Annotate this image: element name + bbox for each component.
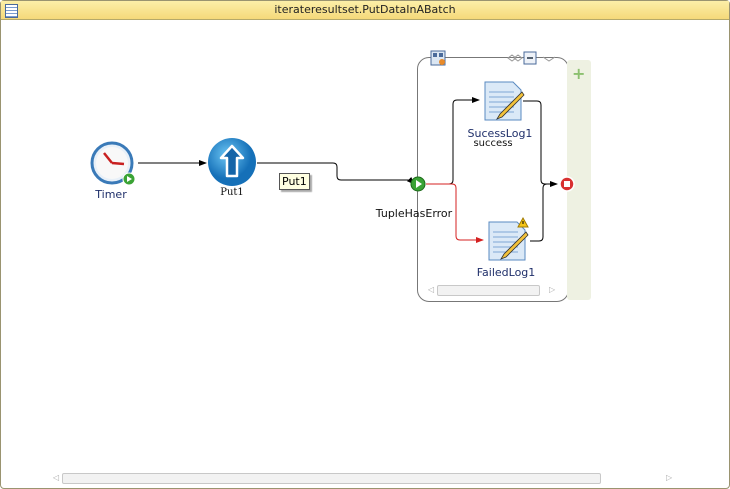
inner-horizontal-scrollbar[interactable] xyxy=(437,285,540,296)
inner-scroll-left-arrow[interactable]: ◁ xyxy=(428,285,435,294)
link-failed-stop xyxy=(530,183,557,242)
inner-scroll-right-arrow[interactable]: ▷ xyxy=(549,285,556,294)
plus-icon[interactable]: + xyxy=(572,64,586,83)
horizontal-scrollbar[interactable] xyxy=(62,473,601,484)
link-success xyxy=(426,97,480,185)
link-put-container xyxy=(257,162,415,185)
scroll-right-arrow[interactable]: ▷ xyxy=(666,473,673,482)
link-error xyxy=(426,183,484,243)
put-tooltip: Put1 xyxy=(279,173,310,190)
put-label[interactable]: Put1 xyxy=(220,187,244,198)
failed-log-icon xyxy=(488,221,529,261)
link-success-stop xyxy=(523,100,558,187)
success-log-sublabel: success xyxy=(473,138,513,149)
collapse-icon xyxy=(507,51,556,65)
table-icon xyxy=(5,4,18,18)
warning-icon xyxy=(517,216,529,228)
start-port-icon xyxy=(410,176,426,192)
window-title: iterateresultset.PutDataInABatch xyxy=(274,3,456,16)
scroll-left-arrow[interactable]: ◁ xyxy=(53,473,60,482)
title-bar: iterateresultset.PutDataInABatch xyxy=(1,1,729,20)
stop-port-icon xyxy=(559,176,575,192)
failed-log-label[interactable]: FailedLog1 xyxy=(476,266,536,279)
container-label[interactable]: TupleHasError xyxy=(375,207,453,220)
container-status-icon xyxy=(430,50,446,66)
success-log-label[interactable]: SucessLog1 xyxy=(467,127,533,140)
timer-icon xyxy=(90,141,136,186)
put-upload-icon xyxy=(208,138,256,186)
timer-label[interactable]: Timer xyxy=(95,188,127,201)
success-log-icon xyxy=(484,81,525,121)
